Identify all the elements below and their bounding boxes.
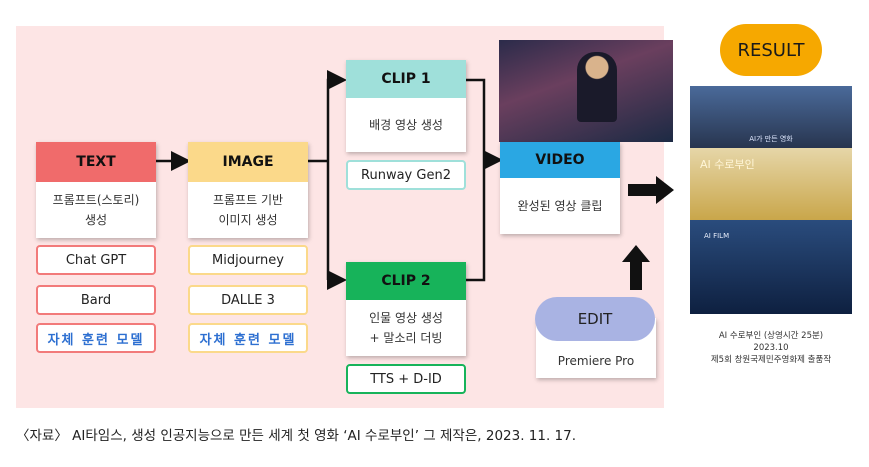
- video-title: VIDEO: [500, 142, 620, 178]
- poster-caption-line-3: 제5회 창원국제민주영화제 출품작: [710, 355, 832, 365]
- edit-tool: Premiere Pro: [557, 354, 635, 368]
- line-clip1-out: [466, 78, 486, 160]
- video-desc: 완성된 영상 클립: [517, 199, 603, 213]
- tool-chat-gpt: Chat GPT: [36, 245, 156, 275]
- image-stage-desc: 프롬프트 기반 이미지 생성: [212, 193, 284, 227]
- poster-tree: [690, 148, 852, 220]
- movie-poster: AI가 만든 영화 AI 수로부인 AI FILM: [690, 86, 852, 314]
- text-stage-desc: 프롬프트(스토리) 생성: [52, 193, 140, 227]
- image-stage-title: IMAGE: [188, 142, 308, 182]
- line-clip2-out: [466, 160, 486, 282]
- poster-sea: [690, 220, 852, 314]
- source-caption: 〈자료〉 AI타임스, 생성 인공지능으로 만든 세계 첫 영화 ‘AI 수로부…: [16, 428, 577, 444]
- tool-image-custom-model: 자체 훈련 모델: [188, 323, 308, 353]
- tool-dalle3: DALLE 3: [188, 285, 308, 315]
- poster-earth: [690, 86, 852, 148]
- clip1-card: CLIP 1 배경 영상 생성: [346, 60, 466, 152]
- video-card: VIDEO 완성된 영상 클립: [500, 142, 620, 234]
- clip2-card: CLIP 2 인물 영상 생성 + 말소리 더빙: [346, 262, 466, 356]
- video-still-image: [499, 40, 673, 142]
- image-stage-card: IMAGE 프롬프트 기반 이미지 생성: [188, 142, 308, 238]
- arrow-video-to-result: [628, 176, 674, 204]
- poster-caption-line-1: AI 수로부인 (상영시간 25분): [718, 331, 824, 341]
- poster-caption: AI 수로부인 (상영시간 25분) 2023.10 제5회 창원국제민주영화제…: [690, 330, 852, 366]
- edit-label: EDIT: [535, 297, 655, 341]
- clip2-desc: 인물 영상 생성 + 말소리 더빙: [369, 311, 443, 345]
- poster-text-1: AI가 만든 영화: [749, 135, 793, 143]
- tool-text-custom-model: 자체 훈련 모델: [36, 323, 156, 353]
- arrow-edit-to-video: [622, 245, 650, 290]
- poster-caption-line-2: 2023.10: [753, 343, 789, 353]
- clip1-desc: 배경 영상 생성: [369, 118, 443, 132]
- poster-title: AI 수로부인: [700, 158, 755, 171]
- actor-figure: [577, 52, 617, 122]
- text-stage-title: TEXT: [36, 142, 156, 182]
- clip2-title: CLIP 2: [346, 262, 466, 300]
- tool-midjourney: Midjourney: [188, 245, 308, 275]
- text-stage-card: TEXT 프롬프트(스토리) 생성: [36, 142, 156, 238]
- poster-text-2: AI FILM: [704, 232, 730, 240]
- clip1-title: CLIP 1: [346, 60, 466, 98]
- arrow-to-clip1: [326, 70, 347, 280]
- tool-bard: Bard: [36, 285, 156, 315]
- result-label: RESULT: [720, 24, 822, 76]
- tool-tts-did: TTS + D-ID: [346, 364, 466, 394]
- tool-runway-gen2: Runway Gen2: [346, 160, 466, 190]
